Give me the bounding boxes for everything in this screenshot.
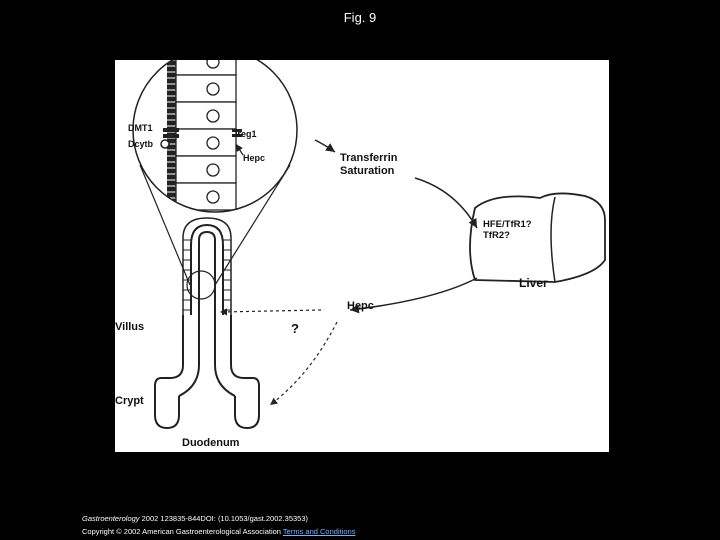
dcytb-marker: [160, 139, 170, 149]
dashed-arrow-to-crypt: [269, 321, 338, 406]
hepc-small-arrow: [235, 143, 244, 156]
ireg1-marker-2: [232, 134, 242, 137]
terms-link[interactable]: Terms and Conditions: [282, 527, 356, 536]
villus-label: Villus: [115, 321, 145, 333]
dashed-arrow-to-villus: [219, 308, 322, 316]
transferrin-saturation-label: Transferrin Saturation: [340, 152, 398, 177]
duodenum-label: Duodenum: [182, 437, 240, 449]
diagram-panel: DMT1 Dcytb Ireg1 Hepc Transferrin Satura…: [115, 60, 609, 452]
villus-crypt-outline: [154, 217, 260, 430]
citation-text: 2002 123835-844DOI: (10.1053/gast.2002.3…: [139, 514, 309, 523]
copyright-text: Copyright © 2002 American Gastroenterolo…: [82, 527, 281, 536]
liver-lobe-line: [550, 196, 556, 283]
hfe-receptors-label: HFE/TfR1? TfR2?: [483, 219, 532, 241]
dmt1-marker-2: [163, 134, 179, 138]
dcytb-label: Dcytb: [128, 139, 154, 149]
liver-shape: [469, 192, 606, 283]
zoom-line-left: [139, 164, 191, 286]
crypt-label: Crypt: [115, 395, 144, 407]
figure-title: Fig. 9: [343, 10, 377, 25]
villus-zoom-circle: [186, 270, 216, 300]
ireg1-label: Ireg1: [235, 129, 257, 139]
dmt1-marker: [163, 128, 179, 132]
hepc-small-label: Hepc: [243, 153, 266, 163]
zoom-line-right: [214, 164, 291, 286]
arrow-to-liver: [414, 177, 478, 229]
journal-name: Gastroenterology: [82, 514, 140, 523]
arrow-liver-to-hepc: [349, 277, 478, 314]
footer-citation: Gastroenterology 2002 123835-844DOI: (10…: [82, 514, 308, 523]
dmt1-label: DMT1: [128, 123, 153, 133]
ireg1-marker: [232, 129, 242, 132]
question-mark-label: ?: [291, 321, 299, 336]
magnified-enterocytes: [132, 60, 298, 213]
hepc-label: Hepc: [347, 300, 374, 312]
footer-copyright: Copyright © 2002 American Gastroenterolo…: [82, 527, 355, 536]
diagram-svg: [132, 60, 606, 430]
liver-label: Liver: [519, 276, 548, 290]
arrow-to-transferrin: [314, 139, 336, 153]
